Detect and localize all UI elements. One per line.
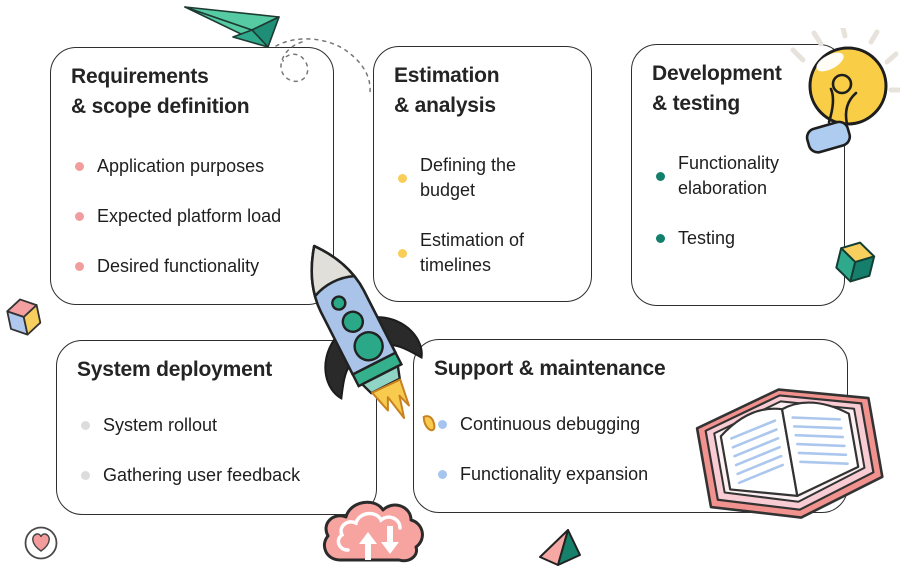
card-requirements-scope: Requirements & scope definition Applicati… xyxy=(50,47,334,305)
list-item-label: Testing xyxy=(678,228,736,248)
title-line: & scope definition xyxy=(71,95,250,118)
title-line: Support & maintenance xyxy=(434,357,666,380)
cube-icon-left xyxy=(6,298,42,336)
list-item: Defining the budget xyxy=(398,153,571,203)
card-title: Requirements & scope definition xyxy=(71,62,313,122)
bullet-list: Functionality elaboration Testing xyxy=(652,151,824,251)
title-line: Requirements xyxy=(71,65,209,88)
list-item: Testing xyxy=(656,226,824,251)
bullet-list: System rollout Gathering user feedback xyxy=(77,413,356,488)
card-title: Estimation & analysis xyxy=(394,61,571,121)
list-item: Application purposes xyxy=(75,154,313,179)
list-item-label: Functionality expansion xyxy=(460,464,649,484)
list-item: System rollout xyxy=(81,413,356,438)
list-item-label: Desired functionality xyxy=(97,256,260,276)
bullet-list: Application purposes Expected platform l… xyxy=(71,154,313,279)
list-item: Gathering user feedback xyxy=(81,463,356,488)
bullet-dot xyxy=(75,212,84,221)
list-item: Estimation of timelines xyxy=(398,228,571,278)
card-system-deployment: System deployment System rollout Gatheri… xyxy=(56,340,377,515)
title-line: System deployment xyxy=(77,358,272,381)
card-title: Development & testing xyxy=(652,59,824,119)
list-item-label: Gathering user feedback xyxy=(103,465,301,485)
list-item-label: Functionality elaboration xyxy=(678,153,780,198)
bullet-list: Continuous debugging Functionality expan… xyxy=(434,412,827,487)
list-item: Expected platform load xyxy=(75,204,313,229)
list-item-label: Estimation of timelines xyxy=(420,230,525,275)
list-item: Functionality elaboration xyxy=(656,151,824,201)
list-item: Functionality expansion xyxy=(438,462,827,487)
card-title: Support & maintenance xyxy=(434,354,827,384)
card-support-maintenance: Support & maintenance Continuous debuggi… xyxy=(413,339,848,513)
title-line: Development xyxy=(652,62,782,85)
bullet-dot xyxy=(398,173,407,183)
bullet-dot xyxy=(75,162,84,171)
bullet-dot xyxy=(656,171,665,181)
title-line: Estimation xyxy=(394,64,500,87)
bullet-dot xyxy=(438,420,447,429)
title-line: & testing xyxy=(652,92,741,115)
card-estimation-analysis: Estimation & analysis Defining the budget… xyxy=(373,46,592,302)
pyramid-icon xyxy=(539,529,581,566)
bullet-dot xyxy=(81,421,90,430)
bullet-dot xyxy=(75,262,84,271)
card-title: System deployment xyxy=(77,355,356,385)
list-item-label: Defining the budget xyxy=(420,155,517,200)
list-item-label: System rollout xyxy=(103,415,218,435)
card-development-testing: Development & testing Functionality elabo… xyxy=(631,44,845,306)
list-item: Desired functionality xyxy=(75,254,313,279)
bullet-dot xyxy=(81,471,90,480)
bullet-dot xyxy=(656,234,665,243)
list-item-label: Application purposes xyxy=(97,156,265,176)
list-item: Continuous debugging xyxy=(438,412,827,437)
title-line: & analysis xyxy=(394,94,496,117)
heart-badge-icon xyxy=(24,526,58,560)
bullet-dot xyxy=(398,248,407,258)
list-item-label: Continuous debugging xyxy=(460,414,641,434)
list-item-label: Expected platform load xyxy=(97,206,282,226)
bullet-dot xyxy=(438,470,447,479)
bullet-list: Defining the budget Estimation of timeli… xyxy=(394,153,571,278)
